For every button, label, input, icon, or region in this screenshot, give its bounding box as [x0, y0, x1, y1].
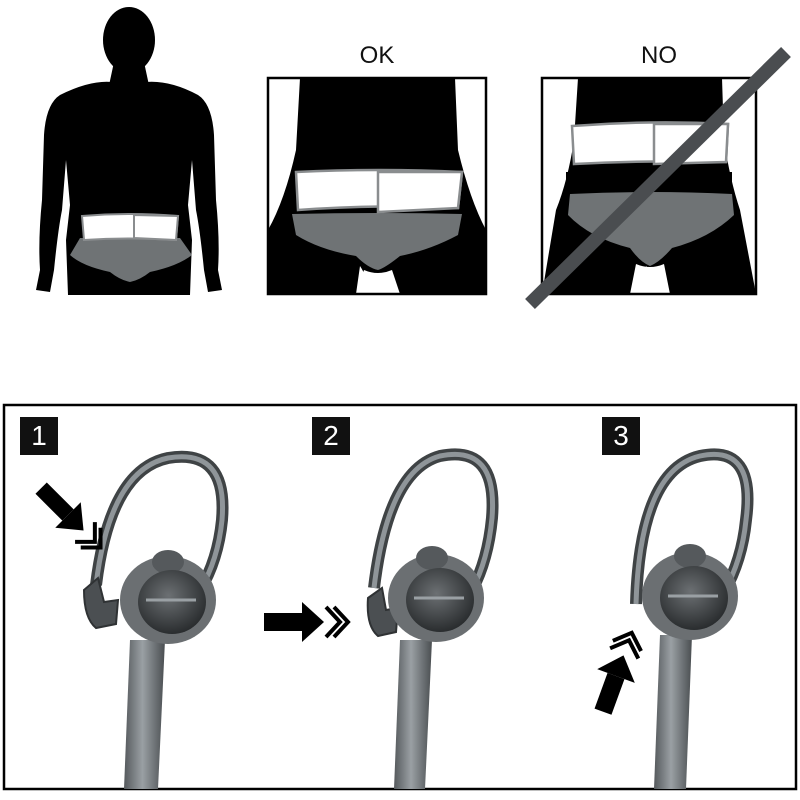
step-1-arrow — [35, 482, 103, 550]
ok-panel — [266, 76, 488, 296]
no-label: NO — [641, 42, 677, 69]
no-brief — [568, 192, 734, 266]
step-2-illustration — [264, 448, 499, 789]
body-brief — [70, 238, 192, 282]
no-strike-line — [525, 47, 791, 309]
step-3-arrow — [594, 630, 643, 715]
no-frame — [540, 76, 758, 296]
step-3-illustration — [594, 448, 754, 789]
ok-brief — [292, 213, 462, 270]
step-1-illustration — [35, 450, 229, 789]
no-panel — [525, 47, 791, 309]
step-1-badge: 1 — [20, 417, 58, 455]
ok-label: OK — [359, 42, 395, 69]
step-2-arrow — [264, 602, 351, 642]
step-3-badge: 3 — [602, 417, 640, 455]
ok-frame — [266, 76, 488, 296]
step-2-badge: 2 — [312, 417, 350, 455]
body-figure — [36, 7, 222, 295]
